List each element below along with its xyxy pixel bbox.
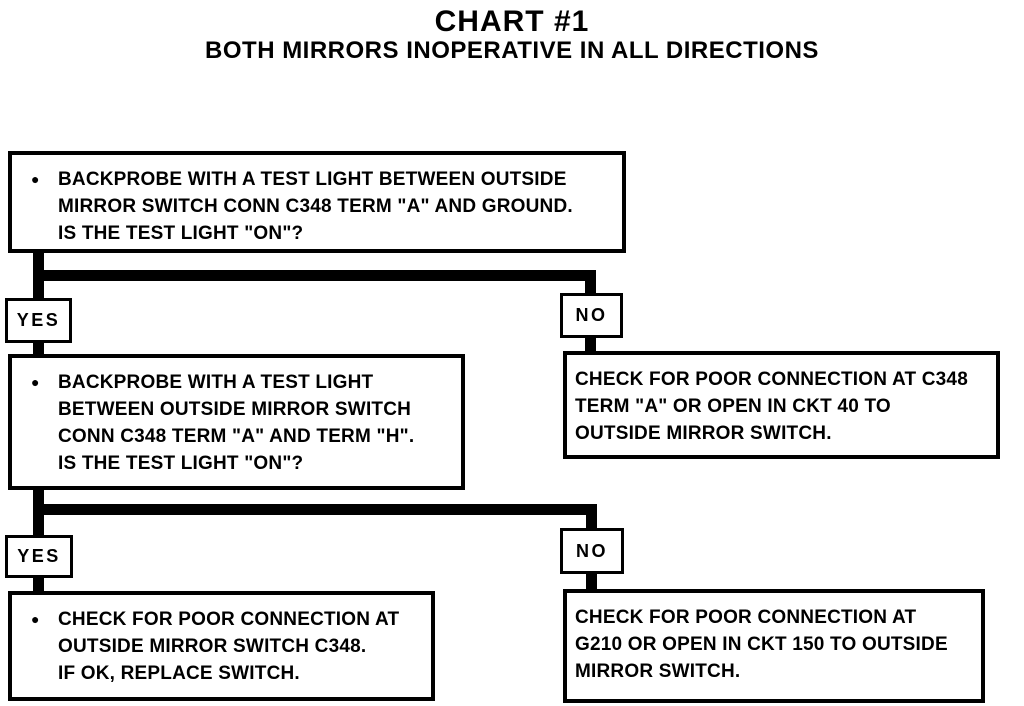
connector-no1-drop: [585, 278, 596, 295]
connector-no1-to-a1: [585, 335, 596, 353]
node-question-2-text: BACKPROBE WITH A TEST LIGHT BETWEEN OUTS…: [58, 372, 415, 474]
connector-yes2-to-a2: [33, 575, 44, 593]
node-action-ckt150-text: CHECK FOR POOR CONNECTION AT G210 OR OPE…: [575, 607, 948, 682]
chart-subtitle: BOTH MIRRORS INOPERATIVE IN ALL DIRECTIO…: [205, 37, 819, 64]
node-question-1: ● BACKPROBE WITH A TEST LIGHT BETWEEN OU…: [8, 151, 626, 253]
connector-no2-drop: [586, 511, 597, 530]
label-no-1-text: NO: [575, 305, 608, 325]
connector-level2-branch: [33, 504, 597, 515]
chart-title: CHART #1: [434, 5, 590, 38]
node-action-ckt40: CHECK FOR POOR CONNECTION AT C348 TERM "…: [563, 351, 1000, 459]
connector-yes1-to-q2: [33, 340, 44, 356]
node-question-1-text: BACKPROBE WITH A TEST LIGHT BETWEEN OUTS…: [58, 169, 573, 244]
label-no-2: NO: [560, 528, 624, 574]
label-yes-2: YES: [5, 535, 73, 578]
label-no-1: NO: [560, 293, 623, 338]
bullet-icon: ●: [31, 374, 40, 390]
node-question-2: ● BACKPROBE WITH A TEST LIGHT BETWEEN OU…: [8, 354, 465, 490]
node-action-ckt40-text: CHECK FOR POOR CONNECTION AT C348 TERM "…: [575, 369, 968, 444]
label-yes-1: YES: [5, 298, 72, 343]
bullet-icon: ●: [31, 611, 40, 627]
bullet-icon: ●: [31, 171, 40, 187]
node-action-ckt150: CHECK FOR POOR CONNECTION AT G210 OR OPE…: [563, 589, 985, 703]
label-no-2-text: NO: [576, 540, 608, 561]
node-action-replace-switch-text: CHECK FOR POOR CONNECTION AT OUTSIDE MIR…: [58, 609, 400, 684]
connector-no2-to-a3: [586, 571, 597, 591]
connector-level1-branch: [33, 270, 596, 281]
label-yes-2-text: YES: [17, 546, 61, 566]
node-action-replace-switch: ● CHECK FOR POOR CONNECTION AT OUTSIDE M…: [8, 591, 435, 701]
label-yes-1-text: YES: [16, 310, 61, 330]
